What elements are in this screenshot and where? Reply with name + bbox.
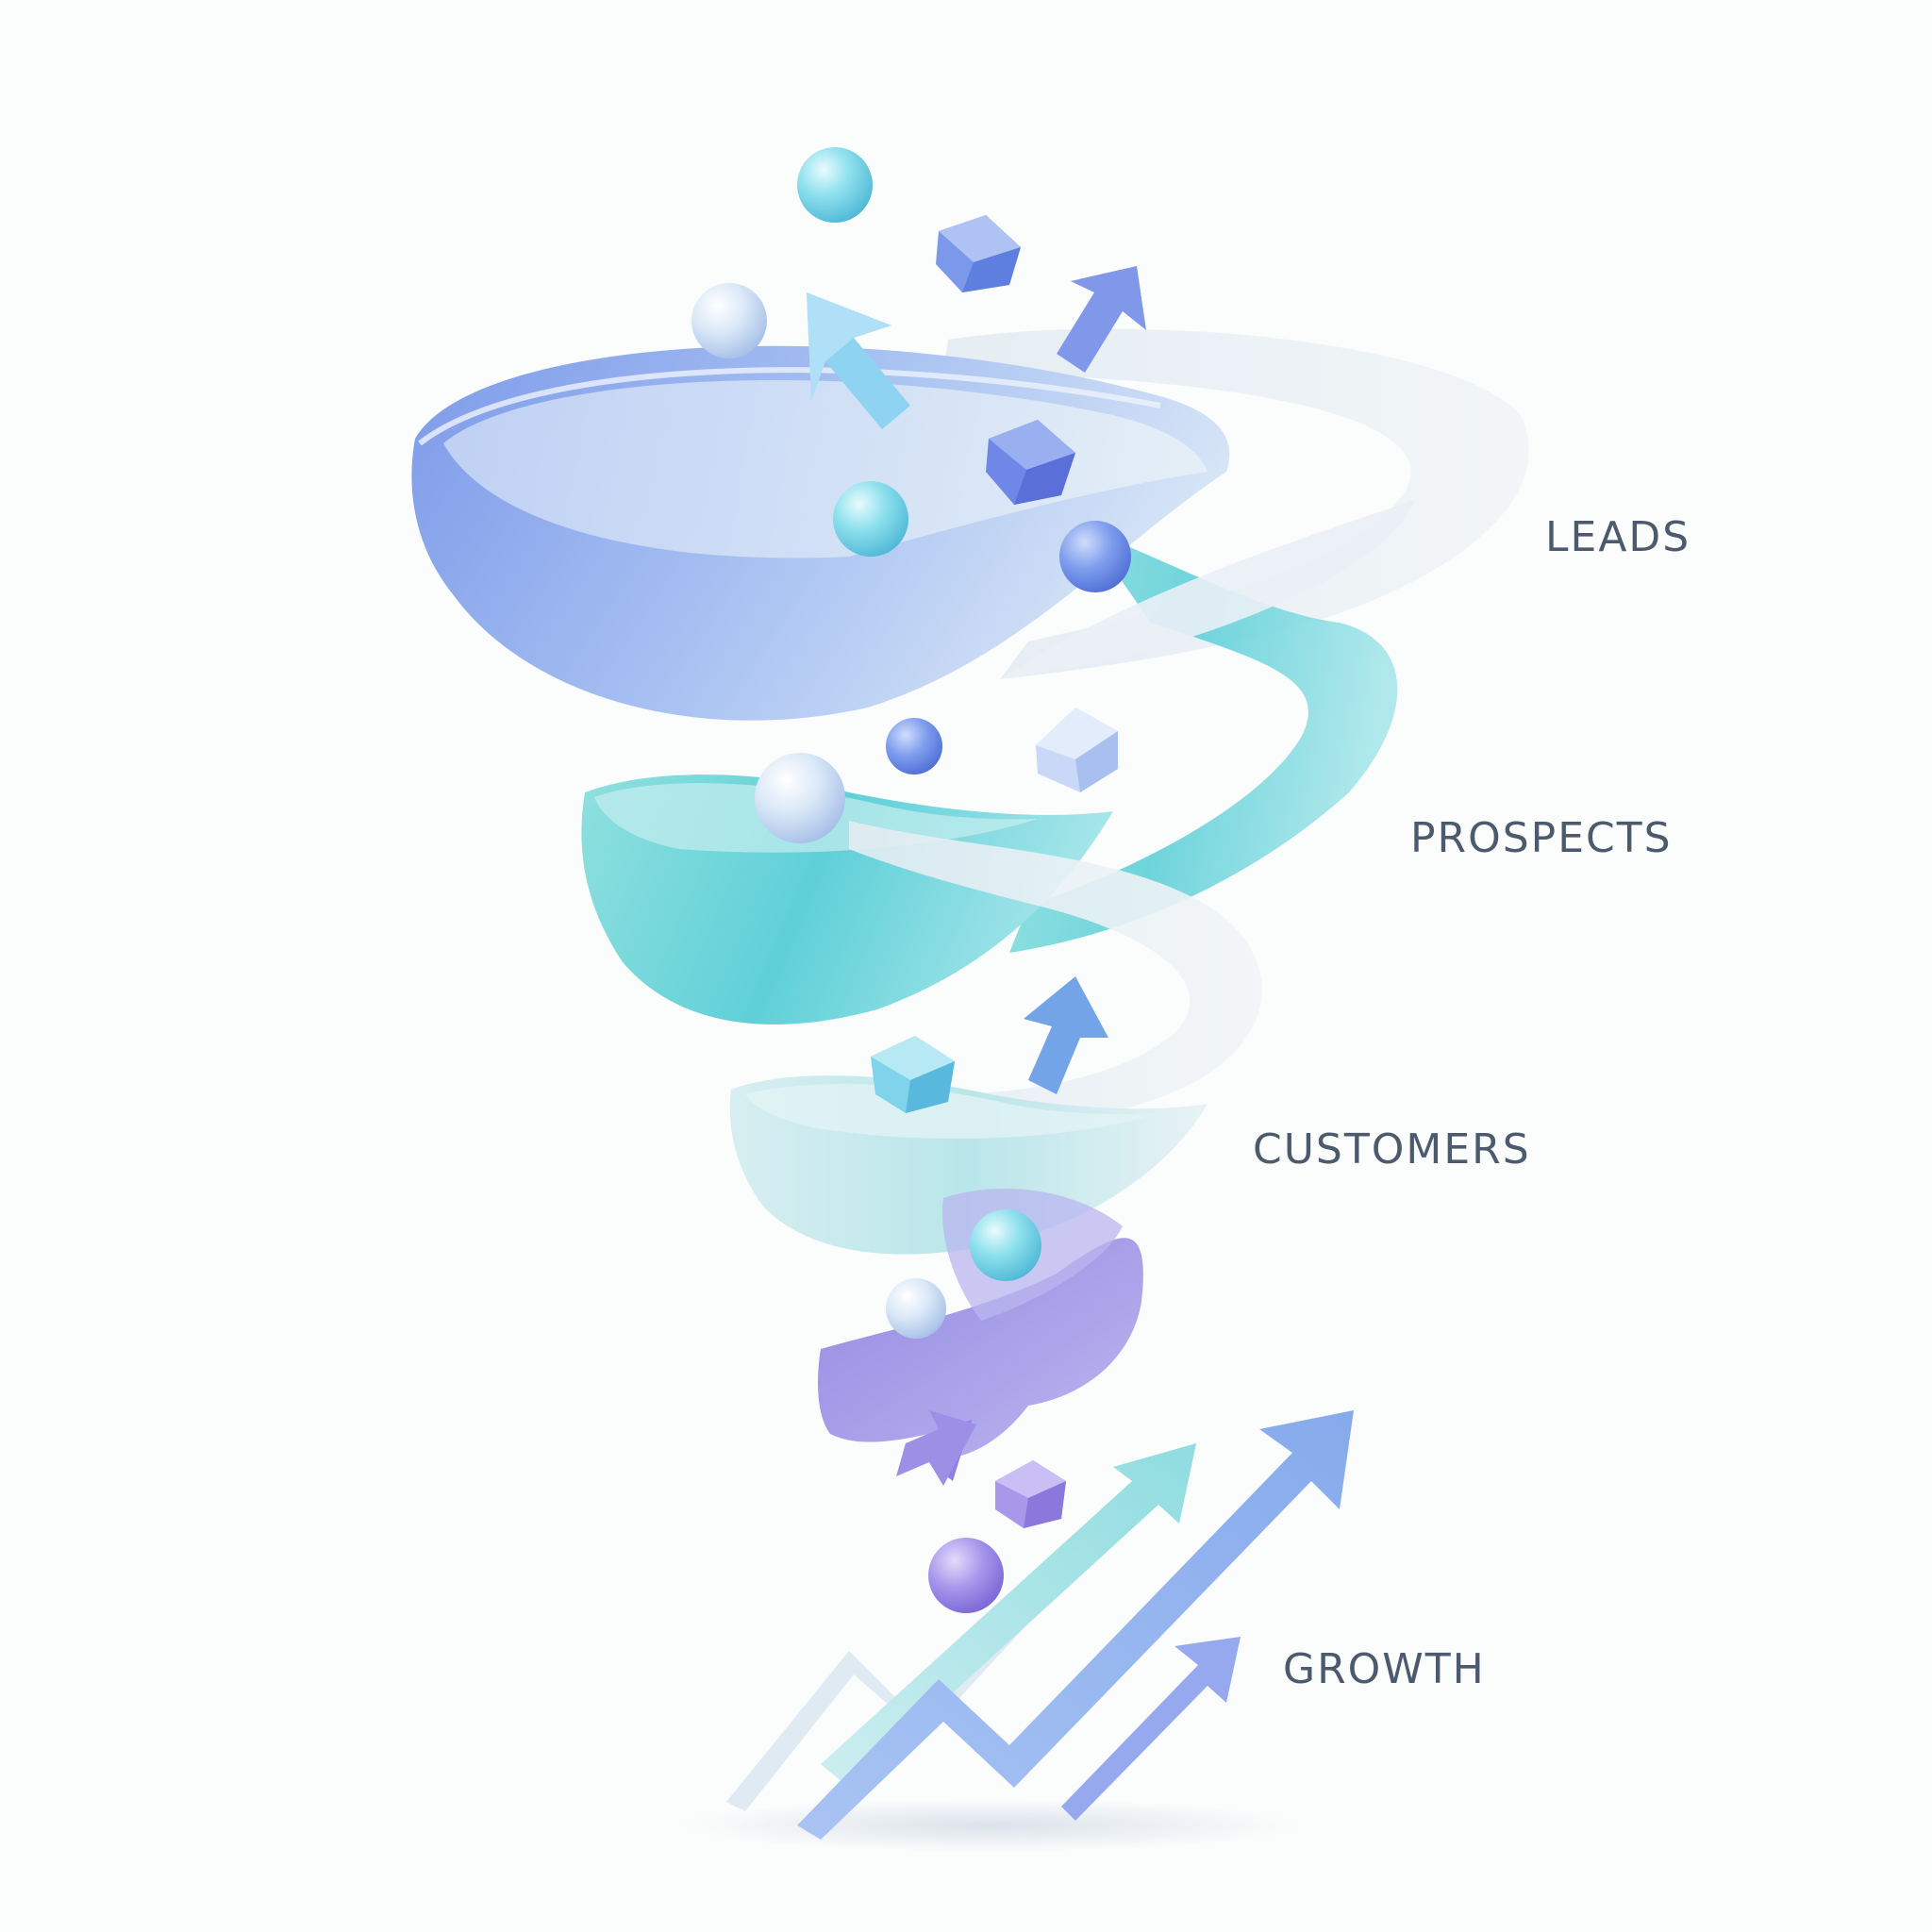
stage-label-leads: LEADS: [1545, 513, 1691, 561]
stage-label-growth: GROWTH: [1283, 1645, 1486, 1693]
ribbon-pale-back-top: [943, 328, 1529, 679]
arrow-blue-top: [1057, 266, 1146, 373]
sphere-pale-low: [886, 1278, 946, 1339]
cube-blue-top: [936, 215, 1021, 292]
sphere-pale-mid: [755, 753, 845, 843]
ribbon-teal-twist: [1009, 528, 1398, 953]
ribbon-pale-loop-mid: [849, 821, 1262, 1126]
growth-arrow-blue: [797, 1410, 1354, 1840]
cube-cyan-low: [871, 1036, 955, 1113]
ribbon-violet-band: [818, 1238, 1143, 1458]
growth-arrow-violet: [1061, 1637, 1241, 1821]
arrow-blue-mid: [1024, 976, 1108, 1094]
cube-violet-bottom: [995, 1460, 1066, 1528]
cube-blue-bowl: [986, 420, 1075, 505]
sphere-cyan-low: [970, 1209, 1041, 1281]
cube-pale-mid: [1036, 708, 1118, 792]
sphere-cyan-bowl: [833, 481, 908, 557]
stage-label-customers: CUSTOMERS: [1253, 1125, 1531, 1174]
sphere-cyan-top: [797, 147, 873, 223]
stage-label-prospects: PROSPECTS: [1410, 814, 1673, 862]
ribbon-blue-rim: [418, 367, 1161, 446]
ribbon-blue-bowl-inner: [443, 379, 1208, 558]
arrow-cyan-top: [807, 292, 910, 429]
sphere-violet-bottom: [928, 1538, 1004, 1613]
ribbon-pale-teal-inner: [745, 1083, 1160, 1139]
sphere-blue-mid: [886, 718, 942, 774]
floor-shadow: [679, 1799, 1302, 1852]
ribbon-pale-blade: [1000, 500, 1415, 679]
sphere-blue-bowl: [1059, 521, 1131, 592]
sphere-pale-top: [691, 283, 767, 358]
arrow-violet-low: [896, 1410, 976, 1486]
growth-arrow-teal: [821, 1443, 1196, 1788]
